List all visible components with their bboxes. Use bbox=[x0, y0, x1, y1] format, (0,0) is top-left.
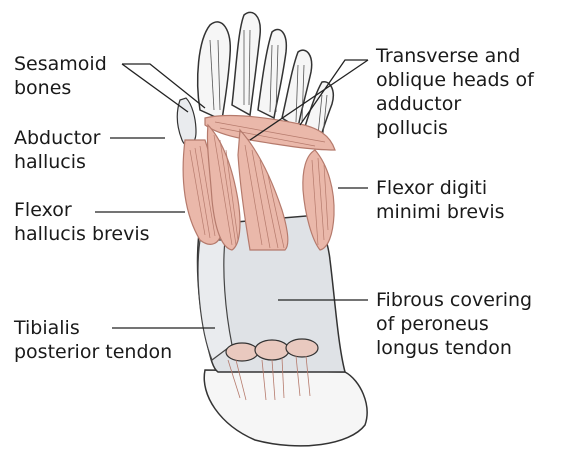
label-adductor-line4: pollucis bbox=[376, 116, 534, 140]
label-flexor-hallucis-line1: Flexor bbox=[14, 198, 150, 222]
third-toe bbox=[258, 29, 286, 118]
label-adductor-pollucis: Transverse and oblique heads of adductor… bbox=[376, 44, 534, 140]
label-flexor-hallucis-line2: hallucis brevis bbox=[14, 222, 150, 246]
label-abductor-hallucis: Abductor hallucis bbox=[14, 126, 101, 174]
label-sesamoid-line1: Sesamoid bbox=[14, 52, 107, 76]
label-abductor-line2: hallucis bbox=[14, 150, 101, 174]
second-toe bbox=[232, 12, 260, 115]
leader-sesamoid-2 bbox=[122, 64, 205, 108]
sesamoid-bone bbox=[177, 98, 196, 146]
label-flexor-digiti-line2: minimi brevis bbox=[376, 200, 505, 224]
label-fibrous-line3: longus tendon bbox=[376, 336, 532, 360]
label-tibialis-posterior: Tibialis posterior tendon bbox=[14, 316, 172, 364]
label-fibrous-line1: Fibrous covering bbox=[376, 288, 532, 312]
label-sesamoid-line2: bones bbox=[14, 76, 107, 100]
calcaneus-bone bbox=[204, 370, 367, 446]
label-fibrous-line2: of peroneus bbox=[376, 312, 532, 336]
label-flexor-digiti-line1: Flexor digiti bbox=[376, 176, 505, 200]
label-sesamoid-bones: Sesamoid bones bbox=[14, 52, 107, 100]
label-tibialis-line1: Tibialis bbox=[14, 316, 172, 340]
label-adductor-line3: adductor bbox=[376, 92, 534, 116]
label-flexor-hallucis-brevis: Flexor hallucis brevis bbox=[14, 198, 150, 246]
label-fibrous-covering: Fibrous covering of peroneus longus tend… bbox=[376, 288, 532, 360]
label-flexor-digiti-minimi: Flexor digiti minimi brevis bbox=[376, 176, 505, 224]
leader-sesamoid-1 bbox=[122, 64, 188, 112]
label-tibialis-line2: posterior tendon bbox=[14, 340, 172, 364]
label-adductor-line2: oblique heads of bbox=[376, 68, 534, 92]
label-adductor-line1: Transverse and bbox=[376, 44, 534, 68]
label-abductor-line1: Abductor bbox=[14, 126, 101, 150]
